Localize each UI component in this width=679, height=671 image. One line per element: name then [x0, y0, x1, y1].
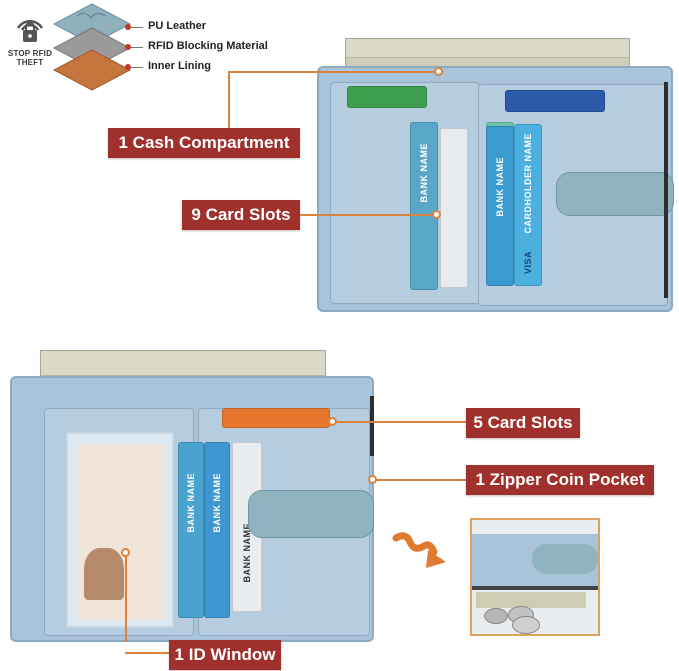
layer-stack-illustration	[52, 3, 132, 91]
layer-marker-1	[125, 24, 131, 30]
layer-label-rfid-blocking: RFID Blocking Material	[148, 40, 268, 52]
layer-dash-1	[131, 27, 143, 28]
bank-card-bottom-1: BANK NAME	[178, 442, 204, 618]
id-window	[66, 432, 174, 628]
layer-dash-3	[131, 67, 143, 68]
curvy-arrow-icon	[392, 532, 446, 568]
bank-card-top-2: BANK NAME	[486, 126, 514, 286]
label-5-card-slots: 5 Card Slots	[466, 408, 580, 438]
bank-card-bottom-2: BANK NAME	[204, 442, 230, 618]
layer-marker-3	[125, 64, 131, 70]
cardholder-card: CARDHOLDER NAME VISA	[514, 124, 542, 286]
label-id-window: 1 ID Window	[169, 640, 281, 670]
card-text-bank-name-3: BANK NAME	[186, 473, 196, 533]
connector-cash-v	[228, 71, 230, 128]
card-text-bank-name-2: BANK NAME	[495, 157, 505, 217]
connector-cash-h	[228, 71, 438, 73]
id-photo	[84, 548, 124, 600]
rfid-lock-icon	[16, 19, 44, 42]
layer-label-inner-lining: Inner Lining	[148, 60, 211, 72]
orange-card	[222, 408, 330, 428]
layer-dash-2	[131, 47, 143, 48]
rfid-badge-line2: THEFT	[16, 58, 44, 67]
connector-id-v	[125, 556, 127, 642]
connector-9-slots-dot	[432, 210, 441, 219]
coin-1	[484, 608, 508, 624]
connector-5-slots-dot	[328, 417, 337, 426]
connector-5-slots	[332, 421, 466, 423]
label-9-card-slots: 9 Card Slots	[182, 200, 300, 230]
green-card	[347, 86, 427, 108]
top-wallet-zipper	[664, 82, 668, 298]
layer-marker-2	[125, 44, 131, 50]
connector-id-h	[125, 652, 169, 654]
stop-rfid-badge: STOP RFID THEFT	[4, 10, 56, 67]
label-cash-compartment: 1 Cash Compartment	[108, 128, 300, 158]
connector-9-slots	[300, 214, 434, 216]
top-wallet-snap-strap	[556, 172, 674, 216]
bank-card-top-1: BANK NAME	[410, 122, 438, 290]
card-text-bank-name-4: BANK NAME	[212, 473, 222, 533]
card-text-visa: VISA	[523, 251, 533, 275]
inset-bills	[476, 592, 586, 608]
connector-cash-dot	[434, 67, 443, 76]
inset-zipper	[472, 586, 598, 590]
label-zipper-coin-pocket: 1 Zipper Coin Pocket	[466, 465, 654, 495]
connector-zipper	[372, 479, 466, 481]
white-card-top	[440, 128, 468, 288]
coin-3	[512, 616, 540, 634]
layer-label-pu-leather: PU Leather	[148, 20, 207, 32]
connector-zipper-dot	[368, 475, 377, 484]
card-text-bank-name: BANK NAME	[419, 143, 429, 203]
blue-card	[505, 90, 605, 112]
inset-strap	[532, 544, 598, 574]
bottom-wallet-zipper-pull	[370, 396, 374, 456]
coin-pocket-inset	[470, 518, 600, 636]
rfid-badge-line1: STOP RFID	[7, 49, 53, 58]
bottom-wallet-snap-strap	[248, 490, 374, 538]
card-text-cardholder: CARDHOLDER NAME	[523, 133, 533, 234]
